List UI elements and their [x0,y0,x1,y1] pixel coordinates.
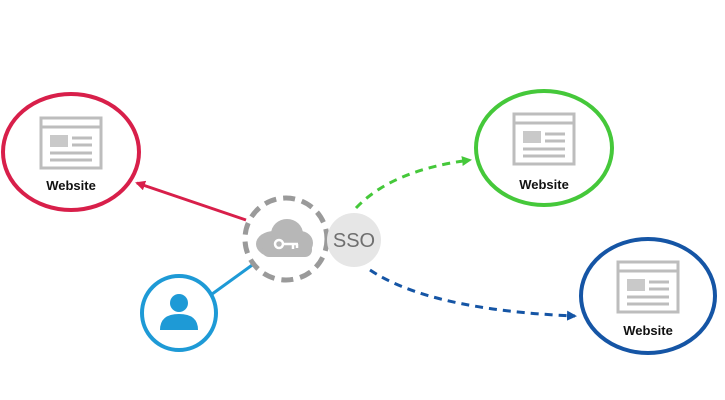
sso-hub: SSO [242,195,381,283]
hub-to-green-website-arrow [354,156,472,210]
browser-window-icon [512,112,576,166]
website-label: Website [46,178,96,193]
cloud-key-icon [256,219,313,257]
website-label: Website [623,323,673,338]
hub-to-blue-website-arrow [369,268,577,321]
website-label: Website [519,177,569,192]
user-ring [140,274,218,352]
user-node [140,274,218,352]
user-icon [160,294,198,330]
website-node-green: Website [474,89,614,207]
website-node-red: Website [1,92,141,212]
sso-label: SSO [333,230,375,252]
browser-window-icon [616,260,680,314]
hub-to-red-website-arrow [135,180,247,222]
website-node-blue: Website [579,237,717,355]
sso-badge [327,213,381,267]
user-to-hub-connector [206,261,257,299]
browser-window-icon [39,116,103,170]
